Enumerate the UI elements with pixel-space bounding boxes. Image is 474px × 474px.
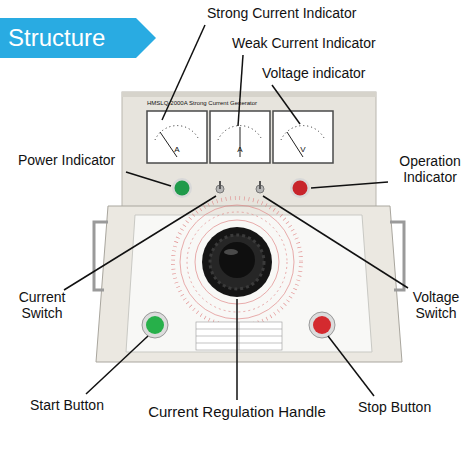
knob-highlight (224, 249, 238, 255)
title-banner (0, 18, 156, 58)
side-handle (390, 222, 404, 290)
leader-line (311, 182, 388, 188)
table-line (239, 322, 240, 350)
callout-label: Operation Indicator (390, 153, 470, 185)
base-body (96, 206, 402, 362)
leader-line (272, 85, 300, 124)
leader-line (86, 336, 148, 394)
callout-label: Voltage Switch (403, 289, 469, 321)
nameplate (196, 322, 282, 350)
front-plate (126, 215, 372, 352)
toggle-lever (219, 181, 221, 189)
regulation-knob (202, 227, 272, 297)
stop-button (313, 316, 331, 334)
knob-cap (219, 242, 255, 278)
lamp-ring (172, 178, 192, 198)
banner-title: Structure (8, 26, 105, 50)
callout-label: Weak Current Indicator (232, 35, 376, 51)
callout-label: Power Indicator (18, 152, 115, 168)
leader-line (263, 196, 408, 288)
leader-line (238, 55, 243, 126)
start-button (146, 316, 164, 334)
panel-edge (122, 92, 376, 97)
side-handle (94, 222, 108, 290)
meter-face (210, 111, 270, 163)
toggle-lever (259, 181, 261, 189)
meter-scale (155, 126, 199, 140)
meter-unit: V (300, 145, 305, 154)
back-panel (122, 92, 376, 214)
leader-line (64, 196, 216, 290)
button-ring (142, 312, 168, 338)
leader-lines (64, 25, 408, 400)
leader-line (328, 336, 374, 396)
scale-ring (187, 212, 287, 312)
meter-face (273, 111, 333, 163)
panel-nameplate: HMSLQ-2000A Strong Current Generator (147, 100, 257, 107)
scale-ring (195, 220, 279, 304)
callout-label: Current Switch (9, 289, 75, 321)
nameplate-frame (196, 322, 282, 350)
callout-label: Strong Current Indicator (207, 5, 356, 21)
button-ring (309, 312, 335, 338)
leader-line (236, 299, 238, 400)
meter-unit: A (237, 145, 242, 154)
leader-line (126, 172, 171, 186)
callout-label: Stop Button (358, 399, 431, 415)
power-lamp (175, 181, 190, 196)
operation-lamp (293, 181, 308, 196)
lamp-ring (290, 178, 310, 198)
meters (147, 111, 333, 163)
meter-unit: A (174, 145, 179, 154)
toggle-switches (216, 181, 264, 193)
knob-grip (210, 235, 264, 289)
meter-face (147, 111, 207, 163)
callout-label: Start Button (30, 397, 104, 413)
panel-face (122, 92, 376, 214)
callout-label: Voltage indicator (262, 65, 366, 81)
callout-label: Current Regulation Handle (148, 403, 326, 420)
